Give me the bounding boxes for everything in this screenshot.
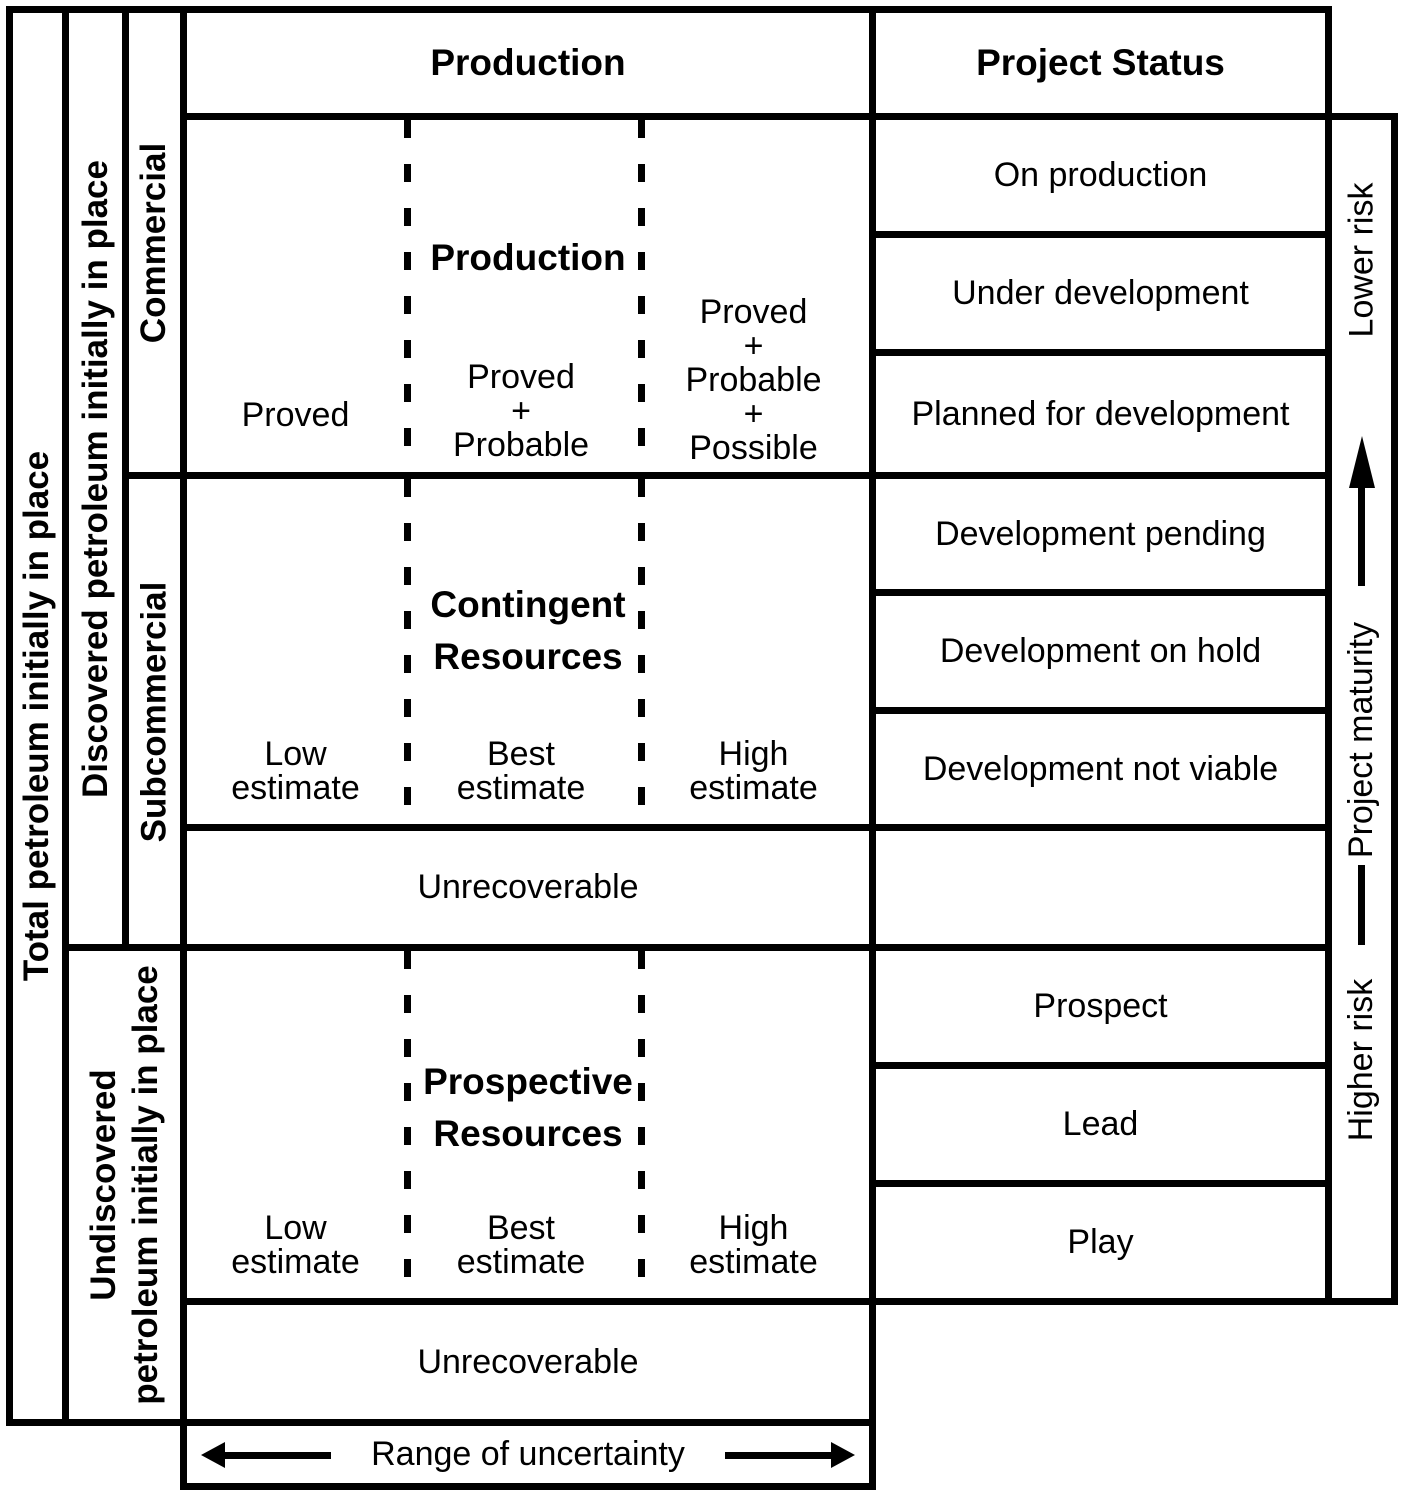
row-under-development-label: Under development [952,274,1249,312]
prospective-resources-box: Prospective Resources Low estimate Best … [180,944,876,1305]
subcommercial-label: Subcommercial [134,581,174,842]
row-lead: Lead [869,1062,1332,1187]
higher-risk-item: Higher risk [1332,960,1391,1160]
commercial-label: Commercial [134,142,174,343]
row-lead-label: Lead [1062,1105,1139,1143]
total-petroleum-label: Total petroleum initially in place [17,450,57,982]
range-left-arrow-icon [201,1442,225,1468]
row-prospect-label: Prospect [1033,987,1168,1025]
uncertainty-dashed-line [638,479,645,824]
proved-label: Proved [241,396,350,434]
uncertainty-dashed-line [638,951,645,1298]
proved-probable-possible-label: Proved + Probable + Possible [685,293,822,467]
prospective-high-estimate-label: High estimate [689,1209,818,1281]
subcommercial-cell: Subcommercial [122,472,187,951]
project-maturity-arrow-shaft [1357,486,1365,586]
range-left-arrow-shaft [225,1452,331,1459]
prospective-best-estimate-label: Best estimate [456,1209,586,1281]
undiscovered-petroleum-cell: Undiscovered petroleum initially in plac… [62,944,187,1426]
lower-risk-label: Lower risk [1342,182,1381,338]
contingent-best-estimate-label: Best estimate [456,735,586,807]
row-development-not-viable-label: Development not viable [922,749,1279,788]
range-of-uncertainty-box: Range of uncertainty [180,1419,876,1490]
project-status-header-label: Project Status [976,42,1225,83]
row-planned-for-development-label: Planned for development [911,394,1290,433]
production-box: Production Proved Proved + Probable Prov… [180,113,876,479]
project-maturity-label: Project maturity [1342,621,1381,859]
unrecoverable-discovered-row: Unrecoverable [180,824,876,951]
project-maturity-axis-line [1357,865,1365,945]
row-unrecoverable-empty [869,824,1332,951]
range-of-uncertainty-label: Range of uncertainty [371,1435,685,1473]
commercial-cell: Commercial [122,6,187,479]
undiscovered-petroleum-label: Undiscovered petroleum initially in plac… [83,965,165,1405]
row-development-pending: Development pending [869,472,1332,596]
row-development-on-hold: Development on hold [869,589,1332,714]
project-maturity-item: Project maturity [1332,590,1391,890]
discovered-petroleum-label: Discovered petroleum initially in place [75,159,115,798]
contingent-resources-box: Contingent Resources Low estimate Best e… [180,472,876,831]
row-development-not-viable: Development not viable [869,707,1332,831]
production-header-label: Production [430,42,626,83]
unrecoverable-undiscovered-label: Unrecoverable [417,1342,639,1381]
lower-risk-item: Lower risk [1332,160,1391,360]
row-development-pending-label: Development pending [935,514,1266,553]
risk-maturity-strip: Lower risk Project maturity Higher risk [1325,113,1398,1305]
row-under-development: Under development [869,231,1332,356]
proved-probable-label: Proved + Probable [452,358,590,464]
production-box-title: Production [430,237,626,278]
higher-risk-label: Higher risk [1342,978,1381,1142]
row-development-on-hold-label: Development on hold [939,632,1262,670]
row-prospect: Prospect [869,944,1332,1069]
unrecoverable-discovered-label: Unrecoverable [417,868,639,906]
contingent-low-estimate-label: Low estimate [231,735,360,807]
row-on-production: On production [869,113,1332,238]
project-status-header-cell: Project Status [869,6,1332,120]
uncertainty-dashed-line [404,951,411,1298]
project-maturity-up-arrow-icon [1348,436,1375,488]
row-play-label: Play [1067,1223,1134,1261]
discovered-petroleum-cell: Discovered petroleum initially in place [62,6,129,951]
total-petroleum-cell: Total petroleum initially in place [6,6,69,1426]
production-header-cell: Production [180,6,876,120]
row-on-production-label: On production [993,156,1208,194]
uncertainty-dashed-line [404,120,411,472]
range-right-arrow-shaft [725,1452,831,1459]
row-planned-for-development: Planned for development [869,349,1332,479]
contingent-high-estimate-label: High estimate [689,735,818,807]
uncertainty-dashed-line [404,479,411,824]
prospective-low-estimate-label: Low estimate [231,1209,360,1281]
unrecoverable-undiscovered-row: Unrecoverable [180,1298,876,1426]
uncertainty-dashed-line [638,120,645,472]
row-play: Play [869,1180,1332,1305]
prospective-resources-title: Prospective Resources [423,1061,633,1154]
contingent-resources-title: Contingent Resources [430,584,626,677]
range-right-arrow-icon [831,1442,855,1468]
